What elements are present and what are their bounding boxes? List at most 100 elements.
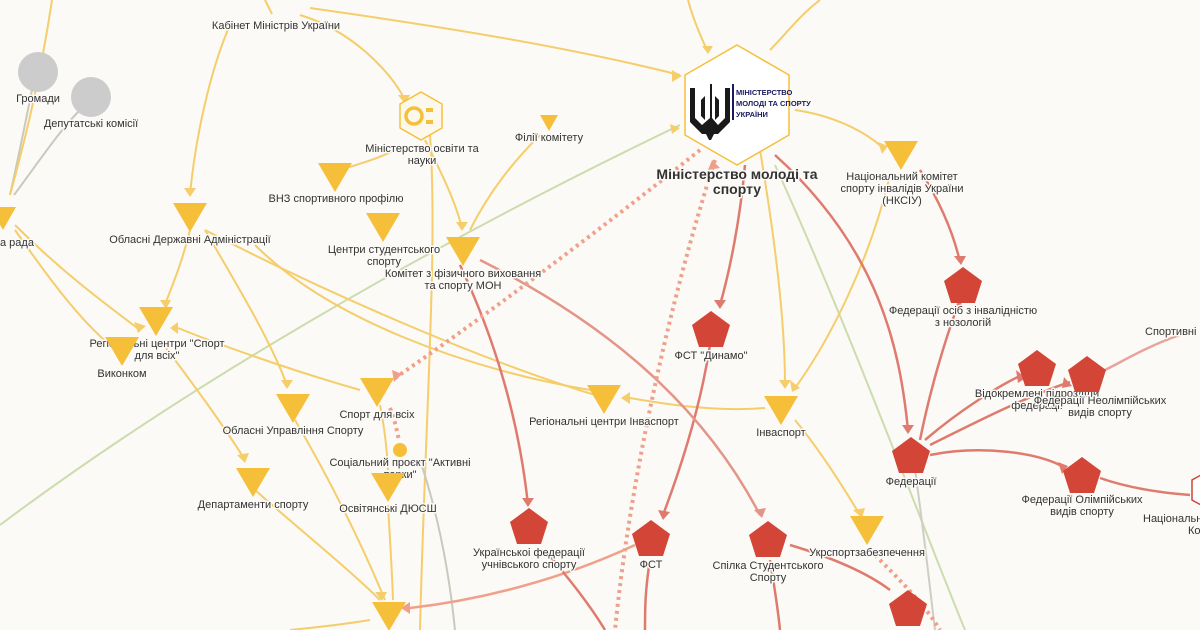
node-paralympic-committee[interactable]: Національний комітет спорту інвалідів Ук… — [839, 141, 965, 209]
edge-education-down — [419, 134, 434, 630]
national-label-1: Національн — [1143, 513, 1200, 525]
edge-sportdepts-bottom — [254, 489, 381, 601]
edge-depts-bottom — [294, 419, 386, 601]
disability-label-1: Федерації осіб з інвалідністю — [889, 305, 1037, 317]
education-label-2: науки — [408, 155, 437, 167]
ministry-logo-divider — [732, 84, 734, 120]
node-regional-invasport[interactable]: Регіональні центри Інваспорт — [528, 385, 680, 430]
node-ukrsport-supply[interactable]: Укрспортзабезпечення — [808, 516, 926, 561]
edge-dotted-ukrsport — [868, 548, 942, 630]
node-ministry-education[interactable]: Міністерство освіти та науки — [364, 91, 481, 169]
edge-schoolfed-down — [544, 549, 607, 630]
edge-green-rada-ministry — [0, 124, 681, 526]
paralympic-triangle — [884, 141, 918, 170]
units-label-1: Відокремлені підрозділи — [975, 388, 1099, 400]
node-rada[interactable]: а рада — [0, 207, 36, 251]
union-pentagon — [749, 521, 787, 557]
node-education-dyussh[interactable]: Освітянські ДЮСШ — [338, 473, 438, 517]
physed-label-2: та спорту МОН — [425, 280, 502, 292]
node-national-partial[interactable]: Національн Ко — [1142, 470, 1200, 539]
node-hromady[interactable]: Громади — [15, 52, 61, 107]
regional-sfa-label-2: для всіх" — [135, 350, 180, 362]
reg-depts-label: Обласні Управління Спорту — [223, 425, 364, 437]
node-sport-depts[interactable]: Департаменти спорту — [196, 468, 310, 513]
nonolympic-label-2: видів спорту — [1068, 407, 1132, 419]
committee-branches-triangle — [540, 115, 558, 131]
arrow-dynamo — [714, 300, 726, 309]
node-fst-dynamo[interactable]: ФСТ "Динамо" — [673, 311, 749, 364]
edge-physed-branches — [469, 134, 541, 231]
node-bottom-red[interactable] — [889, 590, 927, 626]
arrow-union — [754, 508, 766, 518]
units-label-2: федерації — [1011, 400, 1063, 412]
edge-education-physed — [424, 139, 463, 229]
edge-dotted-ministry-down — [613, 159, 717, 630]
edge-top-to-cabinet — [264, 0, 273, 15]
node-vykonkom[interactable]: Виконком — [96, 337, 148, 382]
arrow-sportforall — [392, 370, 402, 382]
union-label-2: Спорту — [750, 572, 787, 584]
node-sports-partial[interactable]: Спортивні — [1144, 325, 1198, 340]
sfa-label: Спорт для всіх — [339, 409, 415, 421]
paralympic-label-1: Національний комітет — [846, 171, 957, 183]
node-cabinet[interactable]: Кабінет Міністрів України — [210, 19, 341, 34]
arrow-invasport-2 — [790, 380, 800, 392]
edge-federations-disability — [918, 304, 960, 441]
node-ministry-youth-sport[interactable]: МІНІСТЕРСТВО МОЛОДІ ТА СПОРТУ УКРАЇНИ Мі… — [655, 44, 819, 199]
node-non-olympic-fed[interactable]: Федерації Неолімпійських видів спорту — [1032, 356, 1168, 421]
reg-depts-triangle — [276, 394, 310, 423]
edge-national-olympic — [1099, 476, 1191, 497]
node-school-sport-fed[interactable]: Українськоі федерації учнівського спорту — [472, 508, 586, 573]
node-committee-branches[interactable]: Філії комітету — [513, 115, 585, 146]
edge-paralympic-disability — [918, 169, 962, 263]
education-icon — [404, 106, 433, 126]
node-olympic-fed[interactable]: Федерації Олімпійських видів спорту — [1020, 457, 1144, 520]
ministry-logo-line3: УКРАЇНИ — [736, 110, 768, 119]
edge-regional-sportforall — [254, 244, 591, 391]
arrow-disability — [954, 256, 966, 265]
ministry-label-2: спорту — [713, 181, 761, 197]
node-student-sport-union[interactable]: Спілка Студентського Спорту — [711, 521, 825, 586]
edge-top-rada — [9, 0, 53, 196]
node-federations[interactable]: Федерації — [884, 437, 938, 490]
edge-dotted-ministry-sportforall — [393, 148, 702, 380]
node-invasport[interactable]: Інваспорт — [755, 396, 807, 441]
node-regional-sport-depts[interactable]: Обласні Управління Спорту — [221, 394, 365, 439]
edge-ministry-dynamo — [718, 164, 747, 306]
edge-ministry-invasport — [759, 149, 786, 386]
school-fed-label-2: учнівського спорту — [482, 559, 577, 571]
node-disability-federations[interactable]: Федерації осіб з інвалідністю з нозологі… — [887, 267, 1039, 331]
trident-icon — [690, 84, 730, 140]
arrow-olympic — [1058, 462, 1068, 474]
edge-cabinet-regional-admin — [189, 24, 231, 196]
node-sport-for-all[interactable]: Спорт для всіх — [338, 378, 416, 423]
invasport-label: Інваспорт — [756, 427, 805, 439]
edge-top-ministry-1 — [687, 0, 708, 51]
node-regional-admin[interactable]: Обласні Державні Адміністрації — [108, 203, 272, 248]
edge-cabinet-education — [299, 14, 406, 101]
edge-invasport-ukrsport — [794, 419, 861, 516]
node-separate-units[interactable]: Відокремлені підрозділи федерації — [973, 350, 1101, 414]
node-deputy-commissions[interactable]: Депутатські комісії — [42, 77, 140, 132]
cabinet-label: Кабінет Міністрів України — [212, 20, 340, 32]
node-fst[interactable]: ФСТ — [632, 520, 670, 573]
arrow-invasport — [779, 380, 791, 389]
node-bottom-triangle[interactable] — [372, 602, 406, 630]
parks-label-1: Соціальний проєкт "Активні — [329, 457, 470, 469]
universities-triangle — [318, 163, 352, 192]
dyussh-triangle — [371, 473, 405, 502]
sports-partial-label: Спортивні — [1145, 326, 1196, 338]
physed-triangle — [446, 237, 480, 266]
edge-parks-down — [419, 459, 456, 630]
node-physed-committee[interactable]: Комітет з фізичного виховання та спорту … — [383, 237, 543, 294]
node-student-sport-centers[interactable]: Центри студентського спорту — [326, 213, 442, 270]
node-regional-sport-for-all[interactable]: Регіональні центри "Спорт для всіх" — [88, 307, 226, 364]
federations-pentagon — [892, 437, 930, 473]
arrow-units — [1016, 370, 1026, 383]
student-centers-label-2: спорту — [367, 256, 402, 268]
node-universities[interactable]: ВНЗ спортивного профілю — [267, 163, 405, 207]
arrow-regadmin — [184, 188, 196, 197]
nonolympic-label-1: Федерації Неолімпійських — [1034, 395, 1167, 407]
parks-circle — [393, 443, 407, 457]
